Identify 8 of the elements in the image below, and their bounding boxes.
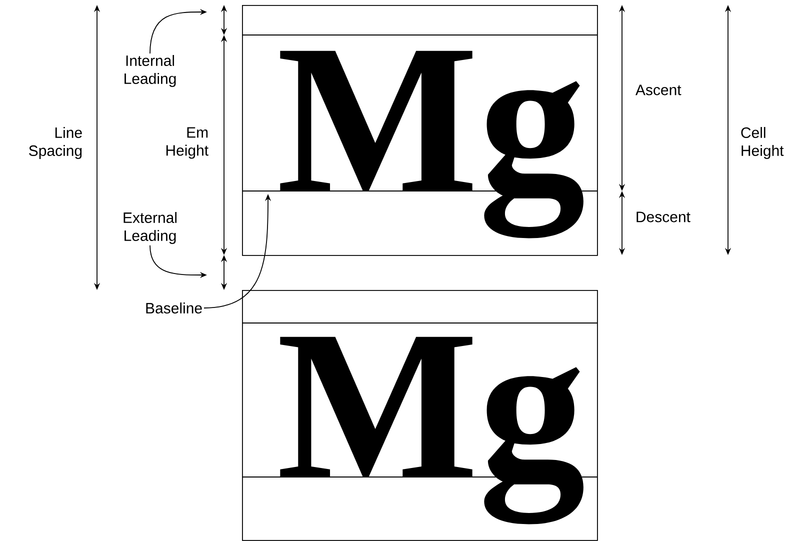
dimension-label: Line Spacing (29, 127, 82, 159)
dimension-label: Ascent (635, 84, 682, 96)
dimension-label: Em Height (166, 127, 208, 159)
callout-text: Internal Leading (124, 55, 176, 87)
callout-text: External Leading (124, 212, 176, 244)
callout-text: Baseline (146, 302, 202, 314)
dimension-label: Descent (636, 212, 690, 222)
dimension-label: Cell Height (741, 127, 784, 159)
